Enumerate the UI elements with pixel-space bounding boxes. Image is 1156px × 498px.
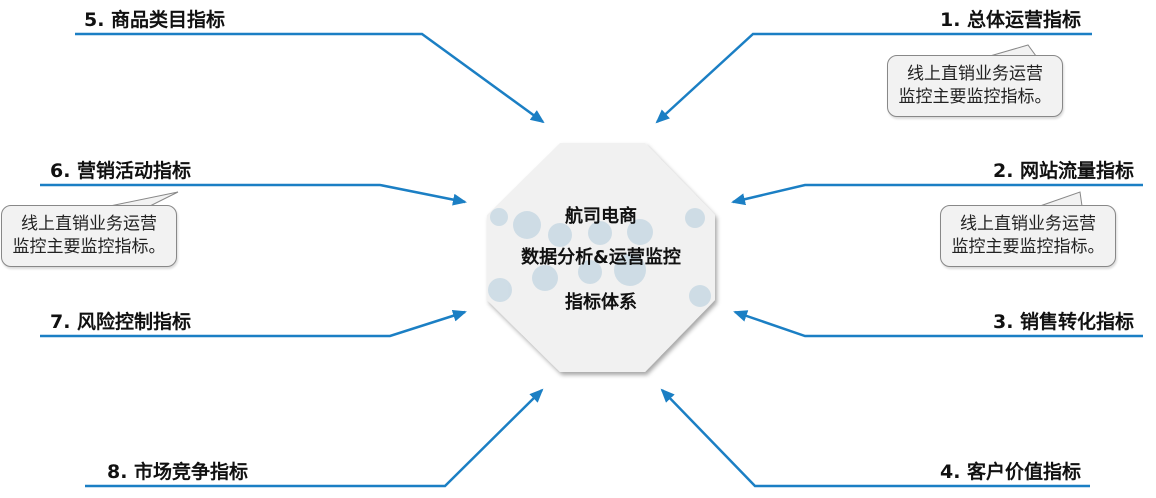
indicator-label-3: 3. 销售转化指标 xyxy=(993,311,1135,333)
indicator-label-2: 2. 网站流量指标 xyxy=(993,160,1135,182)
indicator-label-1: 1. 总体运营指标 xyxy=(940,9,1082,31)
callout-tail-2 xyxy=(1039,191,1083,207)
callout-2-line2: 监控主要监控指标。 xyxy=(951,237,1105,257)
connector-4 xyxy=(660,388,1090,488)
connector-6 xyxy=(40,183,467,206)
connector-8 xyxy=(85,388,544,488)
callout-1-line1: 线上直销业务运营 xyxy=(907,64,1043,84)
indicator-label-6: 6. 营销活动指标 xyxy=(50,160,192,182)
center-title-line3: 指标体系 xyxy=(565,292,637,313)
callout-6: 线上直销业务运营 监控主要监控指标。 xyxy=(1,205,177,267)
background-hex-icons xyxy=(488,208,711,307)
center-title-line2: 数据分析&运营监控 xyxy=(521,247,681,268)
callout-tail-6 xyxy=(109,191,179,207)
connector-5 xyxy=(75,32,545,124)
callout-2-line1: 线上直销业务运营 xyxy=(960,214,1096,234)
callout-2: 线上直销业务运营 监控主要监控指标。 xyxy=(940,205,1116,267)
callout-1: 线上直销业务运营 监控主要监控指标。 xyxy=(887,55,1063,117)
connector-2 xyxy=(731,183,1143,206)
callout-6-line2: 监控主要监控指标。 xyxy=(12,237,166,257)
connector-3 xyxy=(733,310,1143,338)
center-octagon xyxy=(487,143,715,372)
connector-1 xyxy=(655,32,1092,124)
indicator-label-5: 5. 商品类目指标 xyxy=(84,9,226,31)
indicator-label-8: 8. 市场竞争指标 xyxy=(107,461,249,483)
center-title-line1: 航司电商 xyxy=(565,206,637,227)
indicator-label-7: 7. 风险控制指标 xyxy=(50,311,192,333)
indicator-label-4: 4. 客户价值指标 xyxy=(940,461,1082,483)
callout-1-line2: 监控主要监控指标。 xyxy=(898,87,1052,107)
connector-7 xyxy=(40,309,467,338)
callout-6-line1: 线上直销业务运营 xyxy=(21,214,157,234)
